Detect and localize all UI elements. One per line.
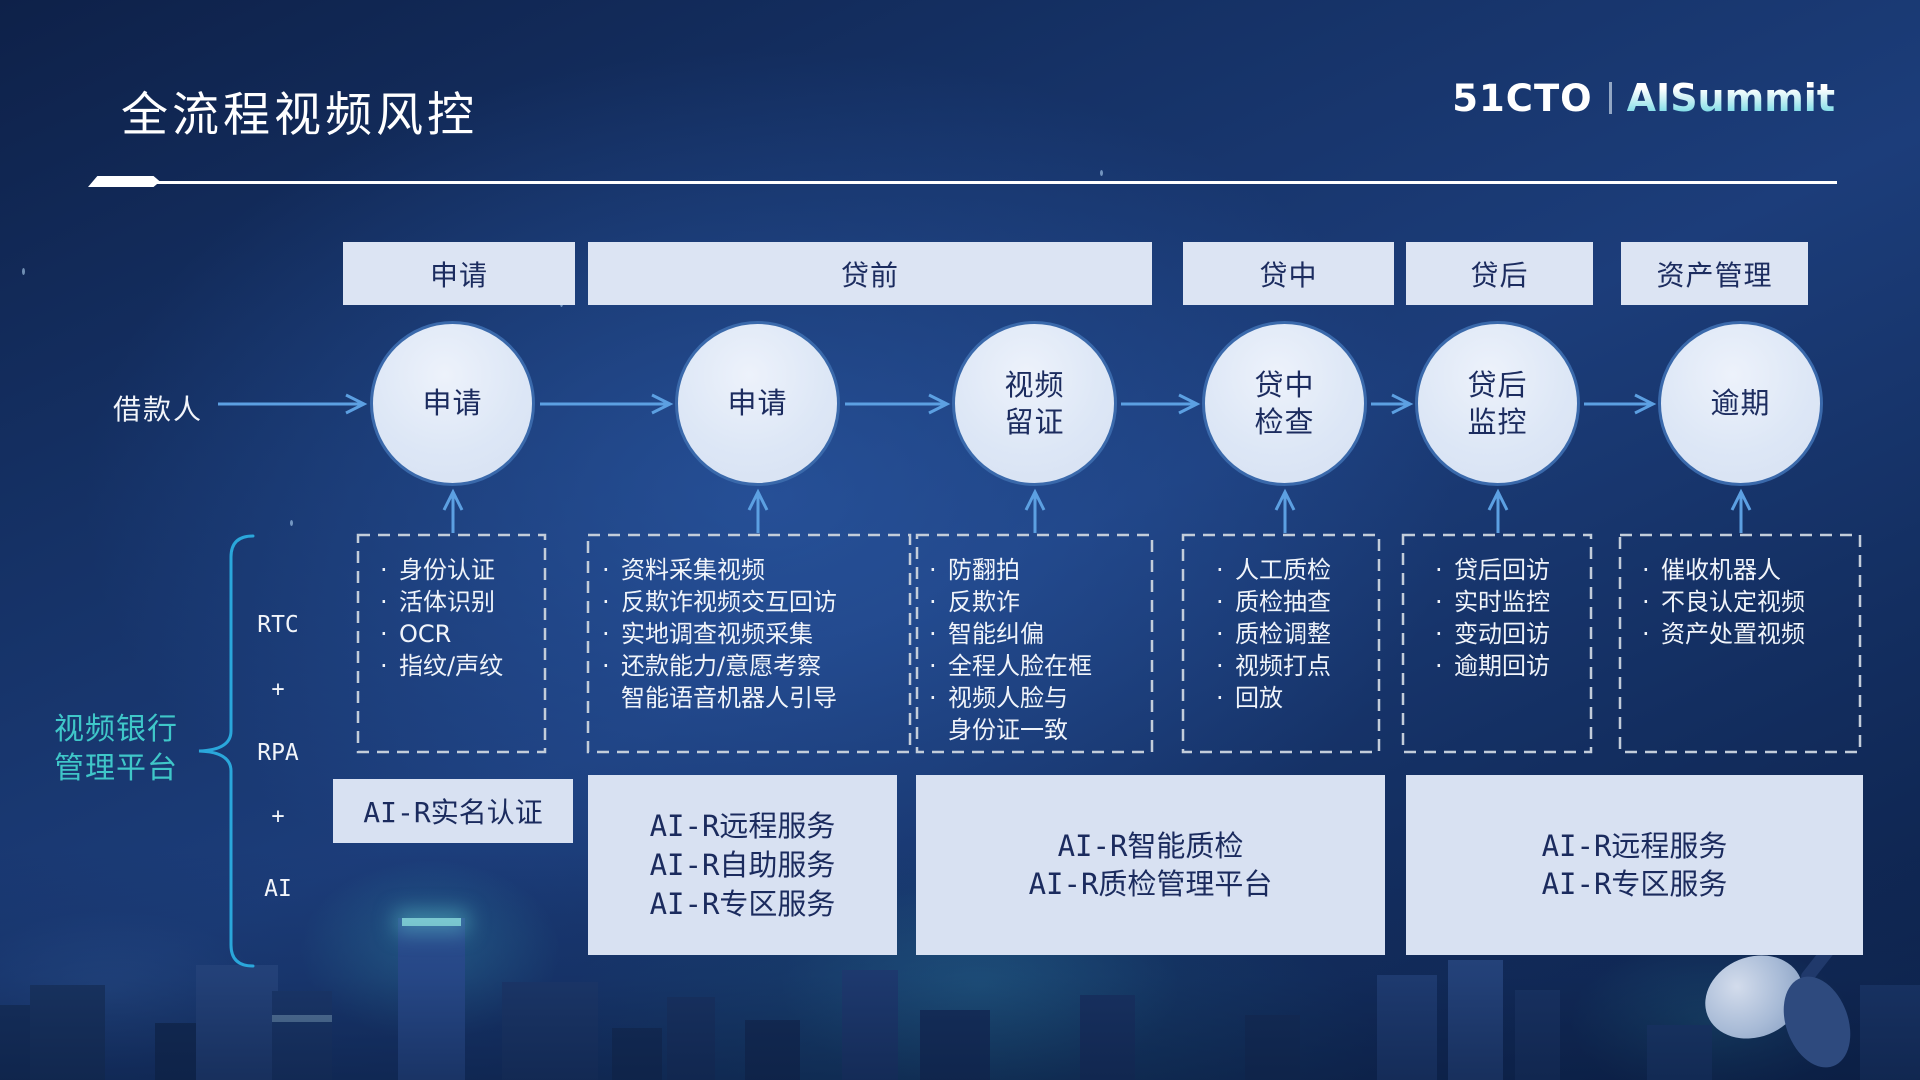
arrow-up-4 xyxy=(1274,488,1296,533)
arrow-1-2 xyxy=(540,393,674,415)
flow-node-postloan-monitor: 贷后监控 xyxy=(1415,321,1580,486)
arrow-up-2 xyxy=(747,488,769,533)
list-item: ·逾期回访 xyxy=(1435,652,1550,680)
stage-header-asset: 资产管理 xyxy=(1621,242,1808,305)
logo: 51CTO AISummit xyxy=(1452,72,1835,124)
list-item: ·回放 xyxy=(1216,684,1283,712)
detail-box-border-3 xyxy=(915,533,1154,754)
arrow-4-5 xyxy=(1371,393,1414,415)
list-item: ·还款能力/意愿考察 xyxy=(602,652,822,680)
arrow-2-3 xyxy=(845,393,951,415)
logo-aisummit: AISummit xyxy=(1626,76,1835,120)
list-item: ·指纹/声纹 xyxy=(380,652,504,680)
stage-header-midloan: 贷中 xyxy=(1183,242,1394,305)
arrow-up-5 xyxy=(1487,488,1509,533)
tech-rpa: RPA xyxy=(257,740,299,766)
flow-node-overdue: 逾期 xyxy=(1658,321,1823,486)
list-item: ·催收机器人 xyxy=(1642,556,1781,584)
list-item: 智能语音机器人引导 xyxy=(621,684,837,712)
detail-box-border-2 xyxy=(586,533,912,754)
list-item: ·质检调整 xyxy=(1216,620,1331,648)
list-item: 身份证一致 xyxy=(948,716,1068,744)
detail-box-border-6 xyxy=(1618,533,1862,754)
tech-ai: AI xyxy=(264,876,292,902)
platform-box-preloan-services: AI-R远程服务 AI-R自助服务 AI-R专区服务 xyxy=(588,775,897,955)
particle xyxy=(290,520,293,526)
particle xyxy=(1100,170,1103,176)
list-item: ·OCR xyxy=(380,620,452,648)
title-underline xyxy=(152,181,1837,184)
particle xyxy=(22,268,25,275)
list-item: ·全程人脸在框 xyxy=(929,652,1092,680)
flow-node-apply-2: 申请 xyxy=(675,321,840,486)
list-item: ·变动回访 xyxy=(1435,620,1550,648)
list-item: ·视频人脸与 xyxy=(929,684,1068,712)
list-item: ·视频打点 xyxy=(1216,652,1331,680)
plus-sign: + xyxy=(271,677,285,702)
list-item: ·智能纠偏 xyxy=(929,620,1044,648)
title-underline-nib xyxy=(88,176,160,187)
detail-list-video-evidence: ·防翻拍 ·反欺诈 ·智能纠偏 ·全程人脸在框 ·视频人脸与 身份证一致 xyxy=(917,535,1152,752)
list-item: ·贷后回访 xyxy=(1435,556,1550,584)
list-item: ·不良认定视频 xyxy=(1642,588,1805,616)
grouping-brace xyxy=(198,534,255,968)
list-item: ·反欺诈视频交互回访 xyxy=(602,588,837,616)
flow-node-video-evidence: 视频留证 xyxy=(952,321,1117,486)
detail-list-apply: ·身份认证 ·活体识别 ·OCR ·指纹/声纹 xyxy=(358,535,545,752)
stage-header-postloan: 贷后 xyxy=(1406,242,1593,305)
list-item: ·人工质检 xyxy=(1216,556,1331,584)
detail-list-asset: ·催收机器人 ·不良认定视频 ·资产处置视频 xyxy=(1620,535,1860,752)
arrow-up-6 xyxy=(1730,488,1752,533)
stage-header-preloan: 贷前 xyxy=(588,242,1152,305)
list-item: ·实地调查视频采集 xyxy=(602,620,813,648)
list-item: ·活体识别 xyxy=(380,588,495,616)
list-item: ·质检抽查 xyxy=(1216,588,1331,616)
flow-node-midloan-check: 贷中检查 xyxy=(1202,321,1367,486)
arrow-5-6 xyxy=(1584,393,1657,415)
platform-box-remote-services: AI-R远程服务 AI-R专区服务 xyxy=(1406,775,1863,955)
detail-box-border-4 xyxy=(1181,533,1381,754)
list-item: ·实时监控 xyxy=(1435,588,1550,616)
platform-box-qc: AI-R智能质检 AI-R质检管理平台 xyxy=(916,775,1385,955)
list-item: ·身份认证 xyxy=(380,556,495,584)
platform-label: 视频银行 管理平台 xyxy=(54,712,178,786)
list-item: ·资料采集视频 xyxy=(602,556,765,584)
arrow-up-1 xyxy=(442,488,464,533)
plus-sign: + xyxy=(271,804,285,829)
tech-rtc: RTC xyxy=(257,612,299,638)
logo-51cto: 51CTO xyxy=(1452,76,1593,120)
list-item: ·防翻拍 xyxy=(929,556,1020,584)
arrow-up-3 xyxy=(1024,488,1046,533)
arrow-3-4 xyxy=(1121,393,1201,415)
detail-list-preloan: ·资料采集视频 ·反欺诈视频交互回访 ·实地调查视频采集 ·还款能力/意愿考察 … xyxy=(588,535,910,752)
stage-header-apply: 申请 xyxy=(343,242,575,305)
list-item: ·资产处置视频 xyxy=(1642,620,1805,648)
detail-list-postloan: ·贷后回访 ·实时监控 ·变动回访 ·逾期回访 xyxy=(1403,535,1591,752)
list-item: ·反欺诈 xyxy=(929,588,1020,616)
detail-list-midloan: ·人工质检 ·质检抽查 ·质检调整 ·视频打点 ·回放 xyxy=(1183,535,1379,752)
flow-node-apply-1: 申请 xyxy=(370,321,535,486)
page-title: 全流程视频风控 xyxy=(121,88,478,143)
logo-separator xyxy=(1608,82,1612,114)
borrower-label: 借款人 xyxy=(113,393,204,426)
city-skyline xyxy=(0,850,1920,1080)
detail-box-border-5 xyxy=(1401,533,1593,754)
arrow-borrower xyxy=(218,393,368,415)
platform-box-realname: AI-R实名认证 xyxy=(333,779,573,843)
